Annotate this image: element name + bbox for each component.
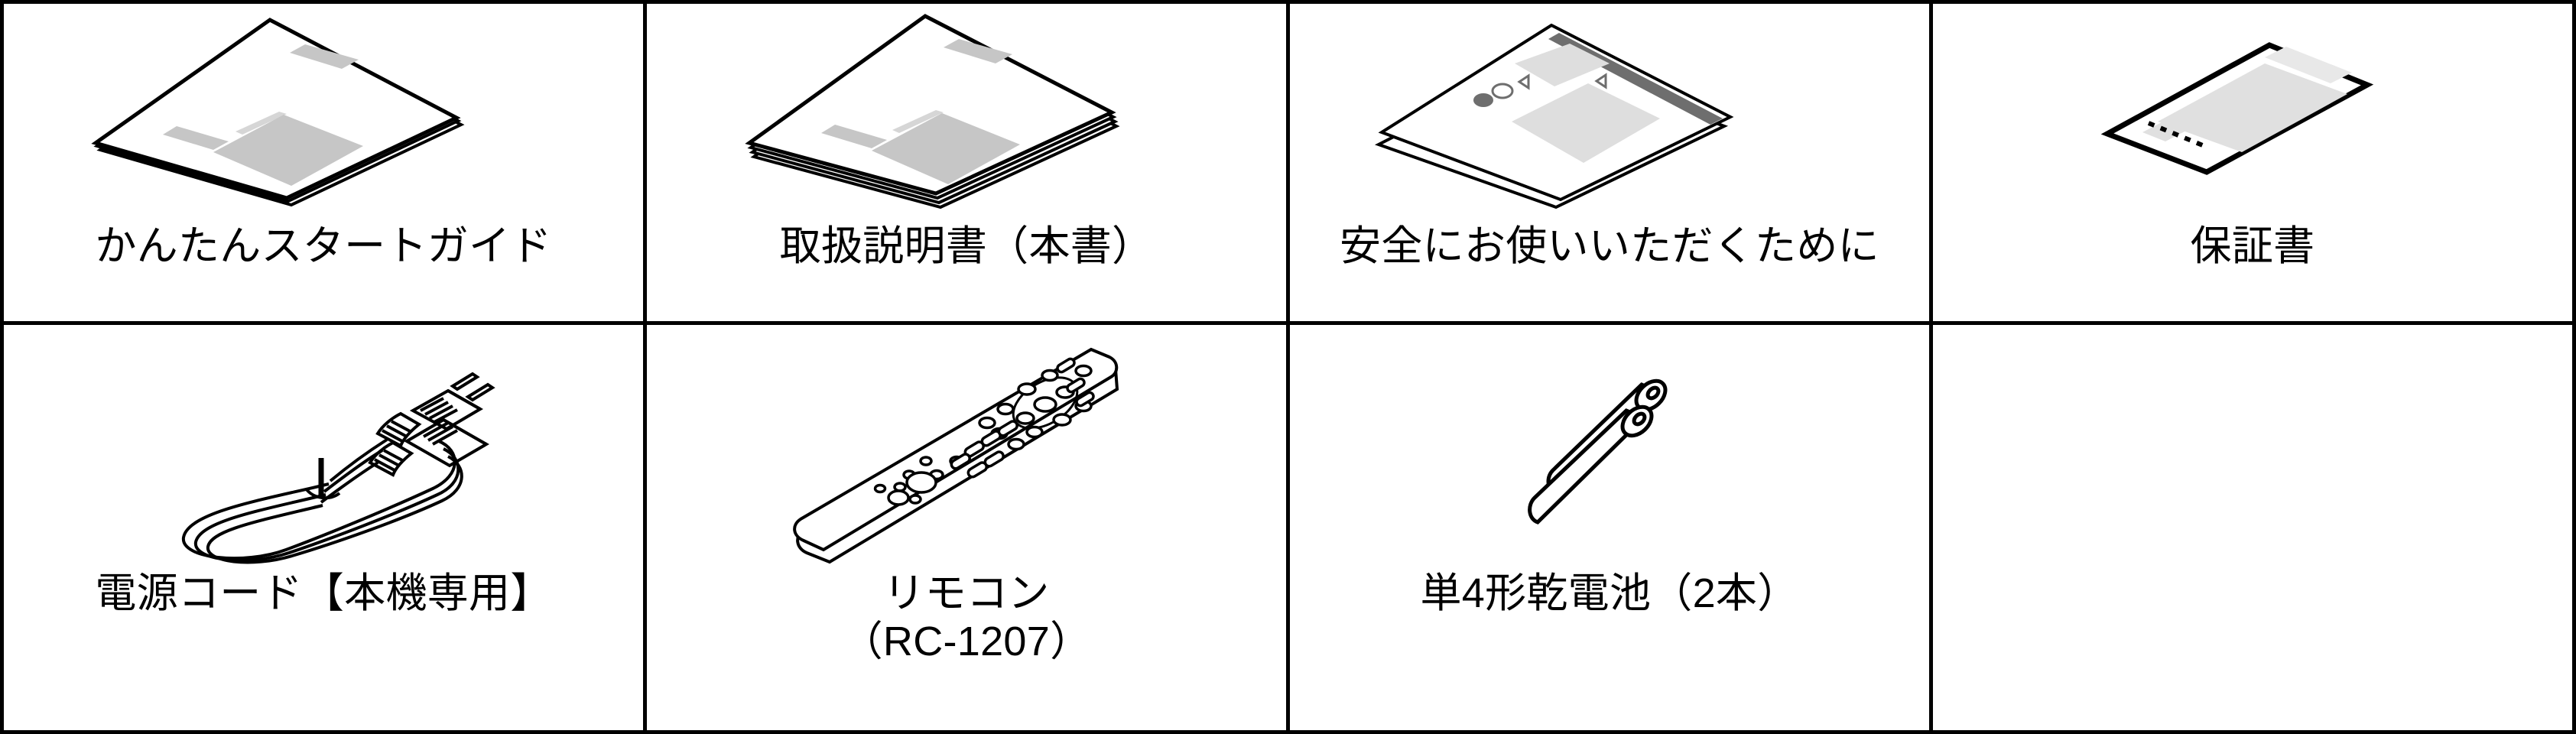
accessory-cell-warranty-card: 保証書 <box>1929 0 2576 326</box>
safety-instructions-illustration <box>1290 4 1929 216</box>
accessory-label-line: 保証書 <box>2190 223 2315 269</box>
accessories-row-top: かんたんスタートガイド <box>0 0 2576 326</box>
accessory-cell-quick-start-guide: かんたんスタートガイド <box>0 0 647 326</box>
safety-sheet-icon <box>1374 23 1734 209</box>
accessory-label-owners-manual: 取扱説明書（本書） <box>647 222 1286 271</box>
accessory-label-warranty-card: 保証書 <box>1933 222 2572 271</box>
accessory-cell-aaa-batteries: 単4形乾電池（2本） <box>1286 321 1933 734</box>
accessory-label-line: 電源コード【本機専用】 <box>95 570 552 617</box>
power-cord-icon <box>181 372 495 564</box>
accessory-label-quick-start-guide: かんたんスタートガイド <box>4 222 643 271</box>
accessories-row-bottom: 電源コード【本機専用】 <box>0 321 2576 734</box>
accessory-label-line: かんたんスタートガイド <box>95 223 552 269</box>
accessory-cell-empty <box>1929 321 2576 734</box>
remote-control-illustration <box>647 325 1286 568</box>
accessory-label-safety-instructions: 安全にお使いいただくために <box>1290 222 1929 271</box>
power-cord-illustration <box>4 325 643 568</box>
booklet-thick-icon <box>745 14 1120 209</box>
accessory-label-line: （RC-1207） <box>841 618 1092 664</box>
accessory-label-remote-control: リモコン （RC-1207） <box>647 570 1286 665</box>
accessory-label-line: 単4形乾電池（2本） <box>1420 570 1799 617</box>
warranty-card-icon <box>2100 42 2374 175</box>
accessory-label-power-cord: 電源コード【本機専用】 <box>4 570 643 618</box>
accessory-label-aaa-batteries: 単4形乾電池（2本） <box>1290 570 1929 618</box>
aaa-batteries-illustration <box>1290 325 1929 568</box>
accessory-label-line: 安全にお使いいただくために <box>1340 223 1879 269</box>
quick-start-guide-illustration <box>4 4 643 216</box>
accessory-cell-owners-manual: 取扱説明書（本書） <box>643 0 1290 326</box>
booklet-thin-icon <box>91 18 465 207</box>
accessory-cell-remote-control: リモコン （RC-1207） <box>643 321 1290 734</box>
accessory-cell-power-cord: 電源コード【本機専用】 <box>0 321 647 734</box>
owners-manual-illustration <box>647 4 1286 216</box>
warranty-card-illustration <box>1933 4 2572 216</box>
accessory-label-line: リモコン <box>883 570 1050 617</box>
accessory-label-line: 取扱説明書（本書） <box>779 223 1154 269</box>
battery-pair-icon <box>1528 378 1668 525</box>
accessory-cell-safety-instructions: 安全にお使いいただくために <box>1286 0 1933 326</box>
remote-control-icon <box>793 347 1119 564</box>
